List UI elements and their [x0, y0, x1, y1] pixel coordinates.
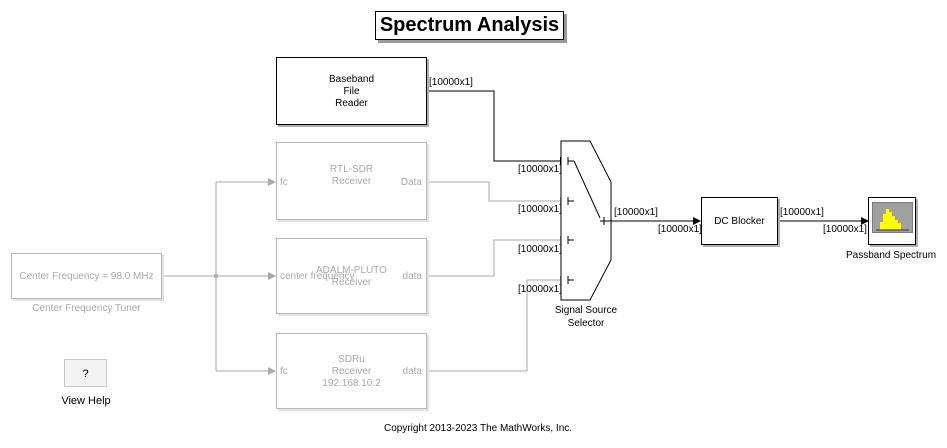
- sdru-label-3: 192.168.10.2: [322, 378, 381, 389]
- signal-source-selector-block[interactable]: [560, 140, 612, 301]
- signal-label-sel-out: [10000x1]: [614, 207, 658, 218]
- pluto-out-port-label: data: [402, 271, 422, 282]
- selector-caption-1: Signal Source: [554, 305, 618, 316]
- signal-label-dc-out: [10000x1]: [780, 207, 824, 218]
- copyright-text: Copyright 2013-2023 The MathWorks, Inc.: [383, 423, 573, 434]
- tuner-value-label: Center Frequency = 98.0 MHz: [19, 271, 154, 282]
- rtl-sdr-receiver-block[interactable]: RTL-SDR Receiver fc Data: [276, 142, 427, 220]
- sdru-signal-line[interactable]: [427, 276, 568, 372]
- passband-spectrum-block[interactable]: [868, 197, 916, 245]
- file-reader-label-1: Baseband: [328, 74, 375, 85]
- file-reader-signal-line[interactable]: [427, 90, 568, 165]
- scope-caption: Passband Spectrum: [845, 250, 937, 261]
- view-help-label: View Help: [61, 395, 111, 407]
- tuner-caption: Center Frequency Tuner: [32, 303, 141, 314]
- rtl-label-1: RTL-SDR: [329, 164, 374, 175]
- model-title: Spectrum Analysis: [375, 11, 564, 40]
- sdru-receiver-block[interactable]: SDRu Receiver 192.168.10.2 fc data: [276, 333, 427, 409]
- signal-label-scope-in: [10000x1]: [823, 224, 867, 235]
- tuner-signal-lines[interactable]: [162, 178, 276, 375]
- baseband-file-reader-block[interactable]: Baseband File Reader: [276, 57, 427, 125]
- signal-label-file-out: [10000x1]: [429, 77, 473, 88]
- rtl-label-2: Receiver: [331, 176, 372, 187]
- signal-label-sel-in-4: [10000x1]: [518, 284, 562, 295]
- pluto-label-2: Receiver: [331, 277, 372, 288]
- selector-internal-switch: [568, 160, 611, 281]
- rtl-signal-line[interactable]: [427, 181, 568, 205]
- signal-label-sel-in-3: [10000x1]: [518, 244, 562, 255]
- file-reader-label-2: File: [343, 86, 360, 97]
- branch-point: [214, 274, 218, 278]
- pluto-in-port-label: center frequency: [280, 271, 355, 282]
- sdru-label-1: SDRu: [338, 354, 365, 365]
- signal-label-dc-in: [10000x1]: [658, 224, 702, 235]
- sdru-out-port-label: data: [402, 366, 422, 377]
- selector-caption-2: Selector: [567, 318, 605, 329]
- signal-label-sel-in-2: [10000x1]: [518, 204, 562, 215]
- rtl-out-port-label: Data: [400, 177, 422, 188]
- rtl-in-port-label: fc: [280, 177, 288, 188]
- dc-blocker-label: DC Blocker: [714, 216, 765, 227]
- pluto-label-1: ADALM-PLUTO: [316, 265, 387, 276]
- dc-blocker-block[interactable]: DC Blocker: [701, 197, 778, 245]
- adalm-pluto-receiver-block[interactable]: ADALM-PLUTO Receiver center frequency da…: [276, 238, 427, 314]
- signal-label-sel-in-1: [10000x1]: [518, 164, 562, 175]
- file-reader-label-3: Reader: [335, 98, 368, 109]
- view-help-button[interactable]: ?: [64, 359, 107, 387]
- sdru-label-2: Receiver: [331, 366, 372, 377]
- center-frequency-tuner-block[interactable]: Center Frequency = 98.0 MHz: [11, 253, 162, 299]
- spectrum-analyzer-icon: [872, 202, 913, 233]
- sdru-in-port-label: fc: [280, 366, 288, 377]
- pluto-signal-line[interactable]: [427, 236, 568, 277]
- selector-port-ticks: [567, 157, 605, 284]
